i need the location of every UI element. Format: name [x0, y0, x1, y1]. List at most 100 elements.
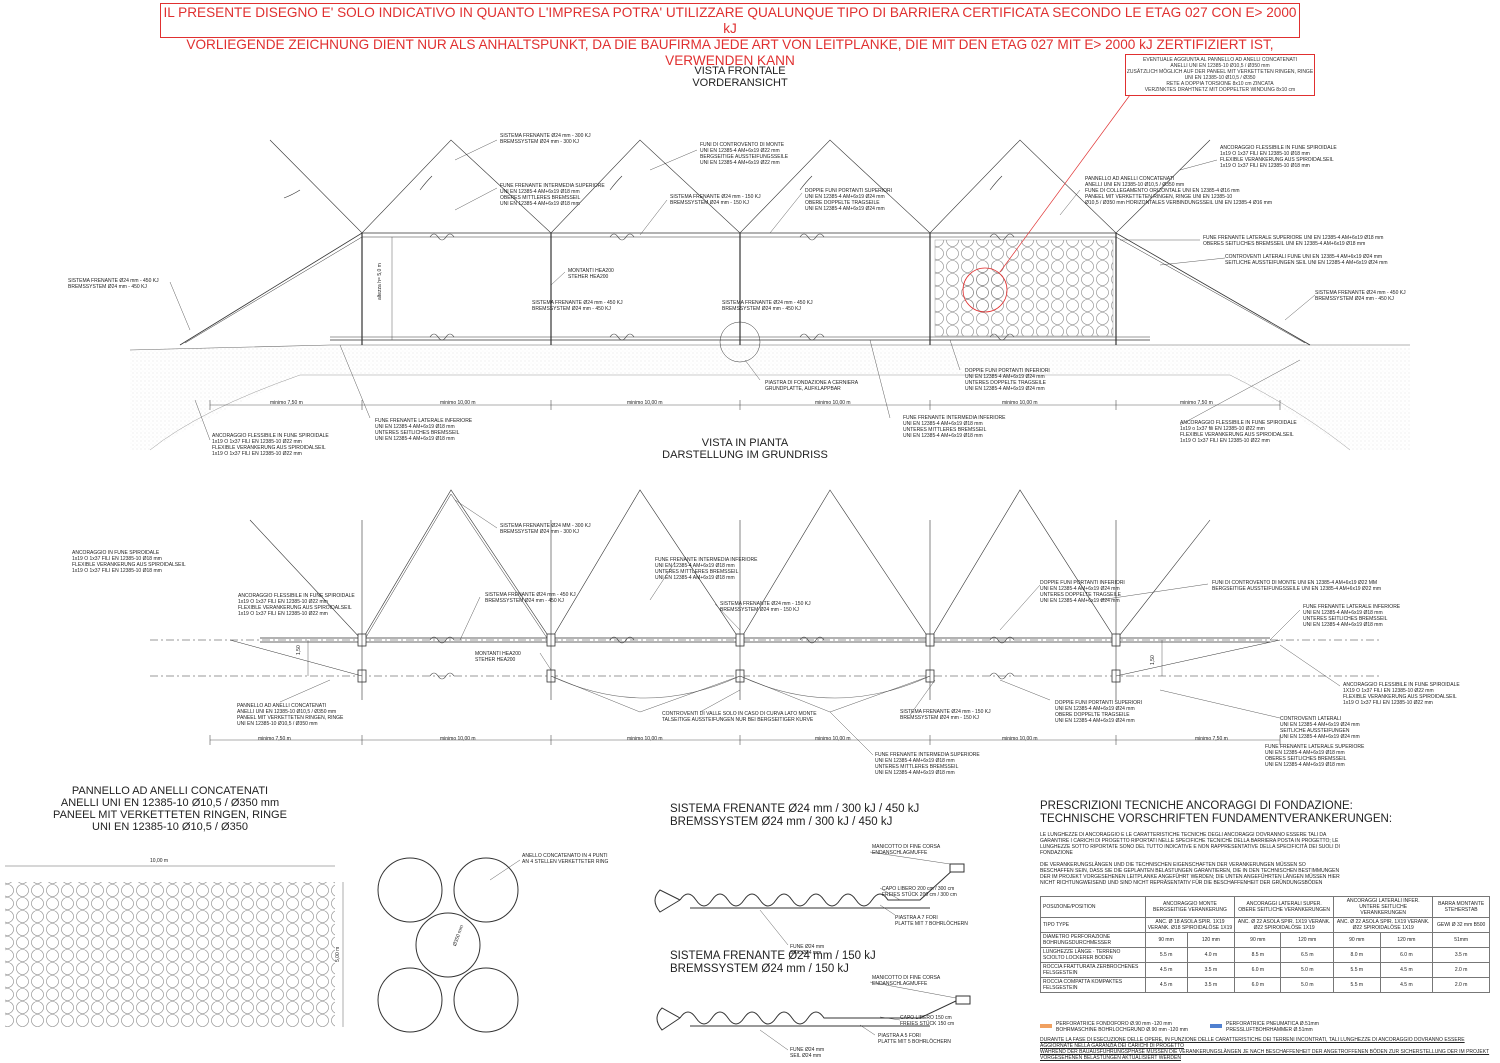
warning-line-2: VORLIEGENDE ZEICHNUNG DIENT NUR ALS ANHA…: [186, 37, 1274, 68]
pv-label-anchor-22: ANCORAGGIO FLESSIBILE IN FUNE SPIROIDALE…: [238, 593, 355, 617]
specs-para-it: LE LUNGHEZZE DI ANCORAGGIO E LE CARATTER…: [1040, 832, 1340, 856]
table-cell: DIAMETRO PERFORAZIONE BOHRUNGSDURCHMESSE…: [1040, 932, 1146, 948]
table-cell: 8.5 m: [1234, 947, 1282, 963]
height-dim: altezza h= 5,0 m: [377, 263, 383, 300]
table-cell: 6.0 m: [1234, 962, 1282, 978]
fv-label-lower-bearing: DOPPIE FUNI PORTANTI INFERIORI UNI EN 12…: [965, 368, 1050, 392]
front-view: [129, 94, 1410, 451]
table-cell: 4.5 m: [1144, 962, 1188, 978]
pv-label-ring-panel: PANNELLO AD ANELLI CONCATENATI ANELLI UN…: [237, 703, 344, 727]
fv-label-lateral-bracing: CONTROVENTI LATERALI FUNE UNI EN 12385-4…: [1225, 254, 1388, 266]
fv-label-anchor-right-bottom: ANCORAGGIO FLESSIBILE IN FUNE SPIROIDALE…: [1180, 420, 1297, 444]
specs-footnote: DURANTE LA FASE DI ESECUZIONE DELLE OPER…: [1040, 1037, 1490, 1061]
pv-dim-5: minimo 10,00 m: [1002, 736, 1038, 742]
table-row: POSIZIONE/POSITION ANCORAGGIO MONTE BERG…: [1040, 896, 1490, 918]
table-cell: 90 mm: [1234, 932, 1282, 948]
ring-detail: [377, 857, 521, 1033]
brake-300-label-free-end: CAPO LIBERO 200 cm / 300 cm FREIES STÜCK…: [882, 886, 957, 898]
table-row: ROCCIA COMPATTA KOMPAKTES FELSGESTEIN 4.…: [1040, 977, 1490, 993]
brake-150-label-rope: FUNE Ø24 mm SEIL Ø24 mm: [790, 1047, 825, 1059]
legend-drill-pneumatic: PERFORATRICE PNEUMATICA Ø.51mm PRESSLUFT…: [1226, 1021, 1319, 1033]
table-cell: ANCORAGGI LATERALI INFER. UNTERE SEITLIC…: [1333, 896, 1434, 918]
pv-label-upper-mid-brake: FUNE FRENANTE INTERMEDIA SUPERIORE UNI E…: [875, 752, 980, 776]
table-cell: 8.0 m: [1333, 947, 1381, 963]
ring-panel-grid: [5, 882, 335, 1027]
pv-side-dim-left: 1,50: [296, 645, 302, 655]
table-cell: 4.0 m: [1186, 947, 1236, 963]
brake-300-title: SISTEMA FRENANTE Ø24 mm / 300 kJ / 450 k…: [670, 803, 920, 828]
pv-dim-2: minimo 10,00 m: [440, 736, 476, 742]
table-cell: 90 mm: [1144, 932, 1188, 948]
brake-300-drawing: [654, 851, 965, 946]
specs-para-de: DIE VERANKERUNGSLÄNGEN UND DIE TECHNISCH…: [1040, 862, 1340, 886]
table-row: DIAMETRO PERFORAZIONE BOHRUNGSDURCHMESSE…: [1040, 932, 1490, 948]
brake-150-title: SISTEMA FRENANTE Ø24 mm / 150 kJ BREMSSY…: [670, 950, 876, 975]
table-cell: 3.5 m: [1432, 947, 1490, 963]
fv-label-posts: MONTANTI HEA200 STEHER HEA200: [568, 268, 614, 280]
legend-markers: [1040, 1024, 1222, 1028]
pv-label-brake-450: SISTEMA FRENANTE Ø24 mm - 450 KJ BREMSSY…: [485, 592, 576, 604]
table-cell: ANC. Ø 18 ASOLA SPIR. 1X19 VERANK. Ø18 S…: [1144, 917, 1236, 933]
table-cell: 3.5 m: [1186, 962, 1236, 978]
brake-150-label-plate: PIASTRA A 5 FORI PLATTE MIT 5 BOHRLÖCHER…: [878, 1033, 951, 1045]
pv-label-brake-150-a: SISTEMA FRENANTE Ø24 mm - 150 KJ BREMSSY…: [720, 601, 811, 613]
ring-net-panel: [934, 239, 1114, 337]
table-cell: ROCCIA FRATTURATA ZERBROCHENES FELSGESTE…: [1040, 962, 1146, 978]
fv-label-brake-450-bay2: SISTEMA FRENANTE Ø24 mm - 450 KJ BREMSSY…: [532, 300, 623, 312]
specs-title: PRESCRIZIONI TECNICHE ANCORAGGI DI FONDA…: [1040, 800, 1393, 825]
fv-label-upper-mid-brake: FUNE FRENANTE INTERMEDIA SUPERIORE UNI E…: [500, 183, 605, 207]
warning-banner: IL PRESENTE DISEGNO E' SOLO INDICATIVO I…: [160, 3, 1300, 68]
fv-label-brake-300: SISTEMA FRENANTE Ø24 mm - 300 KJ BREMSSY…: [500, 133, 591, 145]
table-cell: ANCORAGGI LATERALI SUPER. OBERE SEITLICH…: [1234, 896, 1335, 918]
fv-label-brake-150: SISTEMA FRENANTE Ø24 mm - 150 KJ BREMSSY…: [670, 194, 761, 206]
table-cell: 90 mm: [1333, 932, 1381, 948]
fv-label-upslope-guys: FUNI DI CONTROVENTO DI MONTE UNI EN 1238…: [700, 142, 789, 166]
table-cell: ROCCIA COMPATTA KOMPAKTES FELSGESTEIN: [1040, 977, 1146, 993]
front-view-title: VISTA FRONTALE VORDERANSICHT: [692, 65, 788, 89]
pv-label-lower-mid-brake: FUNE FRENANTE INTERMEDIA INFERIORE UNI E…: [655, 557, 758, 581]
fv-label-lower-lateral-brake: FUNE FRENANTE LATERALE INFERIORE UNI EN …: [375, 418, 473, 442]
warning-line-1: IL PRESENTE DISEGNO E' SOLO INDICATIVO I…: [163, 5, 1297, 36]
brake-150-label-free-end: CAPO LIBERO 150 cm FREIES STÜCK 150 cm: [900, 1015, 955, 1027]
fv-label-brake-450-left: SISTEMA FRENANTE Ø24 mm - 450 KJ BREMSSY…: [68, 278, 159, 290]
table-cell: 5.0 m: [1280, 977, 1335, 993]
table-cell: 5.0 m: [1280, 962, 1335, 978]
fv-label-lower-mid-brake: FUNE FRENANTE INTERMEDIA INFERIORE UNI E…: [903, 415, 1006, 439]
fv-label-base-plate: PIASTRA DI FONDAZIONE A CERNIERA GRUNDPL…: [765, 380, 859, 392]
table-cell: 4.5 m: [1379, 977, 1434, 993]
table-row: LUNGHEZZE LÄNGE · TERRENO SCIOLTO LOCKER…: [1040, 947, 1490, 963]
pv-label-lower-bearing: DOPPIE FUNI PORTANTI INFERIORI UNI EN 12…: [1040, 580, 1125, 604]
pv-label-downslope-guys: CONTROVENTI DI VALLE SOLO IN CASO DI CUR…: [662, 711, 817, 723]
plan-view-title: VISTA IN PIANTA DARSTELLUNG IM GRUNDRISS: [662, 437, 828, 461]
table-cell: 120 mm: [1186, 932, 1236, 948]
table-cell: ANCORAGGIO MONTE BERGSEITIGE VERANKERUNG: [1144, 896, 1236, 918]
callout-circle: [962, 267, 1008, 313]
table-cell: GEWI Ø 32 mm B500: [1432, 917, 1490, 933]
fv-label-brake-450-bay3: SISTEMA FRENANTE Ø24 mm - 450 KJ BREMSSY…: [722, 300, 813, 312]
brake-300-label-sleeve: MANICOTTO DI FINE CORSA ENDANSCHLAGMUFFE: [872, 844, 941, 856]
ground-profile: [130, 345, 1410, 450]
legend-drill-bottom: PERFORATRICE FONDOFORO Ø.90 mm -120 mm B…: [1056, 1021, 1188, 1033]
pv-label-brake-150-b: SISTEMA FRENANTE Ø24 mm - 150 KJ BREMSSY…: [900, 709, 991, 721]
table-cell: POSIZIONE/POSITION: [1040, 896, 1146, 918]
fv-dim-4: minimo 10,00 m: [815, 400, 851, 406]
table-cell: 4.5 m: [1379, 962, 1434, 978]
table-cell: 5.5 m: [1333, 962, 1381, 978]
ring-panel-height-dim: 5,00 m: [335, 946, 341, 962]
fv-label-ring-panel: PANNELLO AD ANELLI CONCATENATI ANELLI UN…: [1085, 176, 1272, 206]
table-cell: BARRA MONTANTE STEHERSTAB: [1432, 896, 1490, 918]
table-cell: 6.0 m: [1379, 947, 1434, 963]
table-cell: 5.5 m: [1144, 947, 1188, 963]
table-cell: 2.0 m: [1432, 977, 1490, 993]
brake-300-label-rope: FUNE Ø24 mm SEIL Ø24 mm: [790, 944, 825, 956]
fv-dim-2: minimo 10,00 m: [440, 400, 476, 406]
brake-300-label-plate: PIASTRA A 7 FORI PLATTE MIT 7 BOHRLÖCHER…: [895, 915, 968, 927]
table-row: ROCCIA FRATTURATA ZERBROCHENES FELSGESTE…: [1040, 962, 1490, 978]
ring-panel-drawing: [5, 865, 344, 1027]
table-cell: 120 mm: [1280, 932, 1335, 948]
ring-note: ANELLO CONCATENATO IN 4 PUNTI AN 4 STELL…: [522, 853, 609, 865]
pv-label-upper-bearing: DOPPIE FUNI PORTANTI SUPERIORI UNI EN 12…: [1055, 700, 1143, 724]
ring-panel-title: PANNELLO AD ANELLI CONCATENATI ANELLI UN…: [53, 785, 287, 833]
